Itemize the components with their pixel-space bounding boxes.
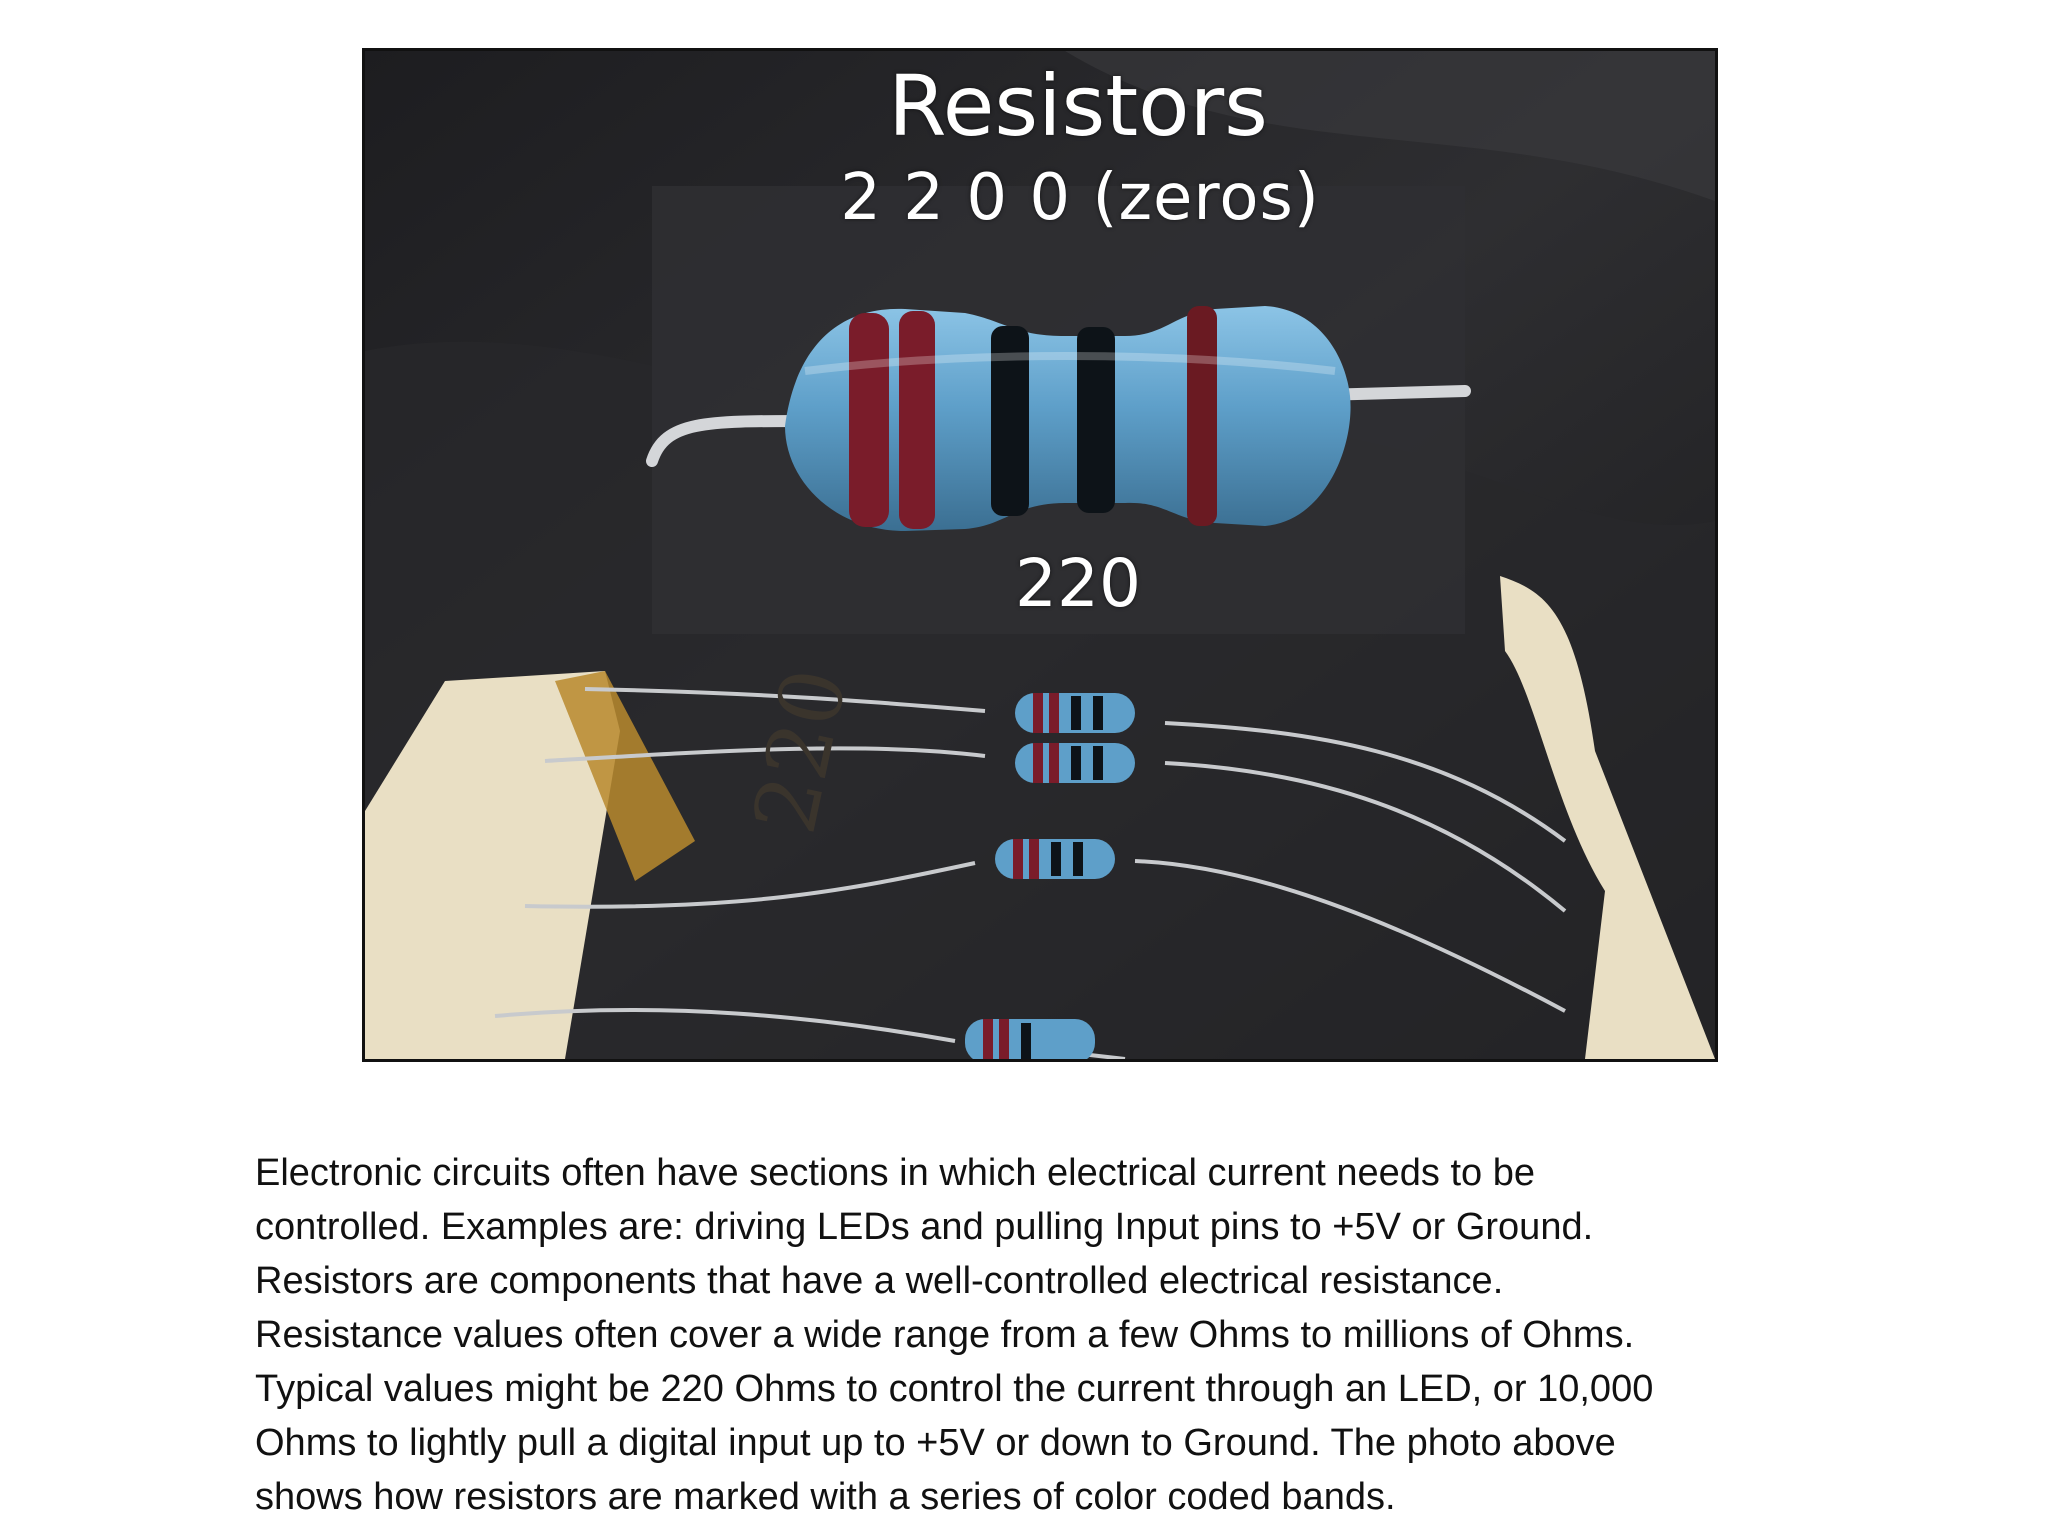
band-black-1 [991, 326, 1029, 516]
description-line: Ohms to lightly pull a digital input up … [255, 1422, 1616, 1464]
tape-fold [555, 671, 695, 881]
photo-title: Resistors [888, 57, 1268, 155]
lead-wire-left [646, 415, 811, 467]
description-line: Resistance values often cover a wide ran… [255, 1314, 1635, 1356]
description-paragraph: Electronic circuits often have sections … [255, 1146, 1815, 1524]
tape-left [365, 671, 620, 1059]
photo-illustration [365, 51, 1715, 1059]
description-line: Electronic circuits often have sections … [255, 1152, 1535, 1194]
description-line: shows how resistors are marked with a se… [255, 1476, 1396, 1518]
band-red-2 [899, 311, 935, 529]
large-resistor [785, 306, 1351, 531]
description-line: controlled. Examples are: driving LEDs a… [255, 1206, 1594, 1248]
band-black-2 [1077, 327, 1115, 513]
tape-right [1500, 576, 1715, 1059]
small-resistor-4 [965, 1019, 1095, 1059]
band-code-caption: 2 2 0 0 (zeros) [840, 161, 1320, 235]
resistance-value-caption: 220 [1015, 545, 1141, 622]
description-line: Resistors are components that have a wel… [255, 1260, 1504, 1302]
small-resistor-3 [995, 839, 1115, 879]
band-red-1 [849, 313, 889, 527]
small-resistor-1 [1015, 693, 1135, 733]
small-resistor-2 [1015, 743, 1135, 783]
band-tolerance [1187, 306, 1217, 526]
resistor-photo: Resistors 2 2 0 0 (zeros) 220 220 [362, 48, 1718, 1062]
description-line: Typical values might be 220 Ohms to cont… [255, 1368, 1654, 1410]
